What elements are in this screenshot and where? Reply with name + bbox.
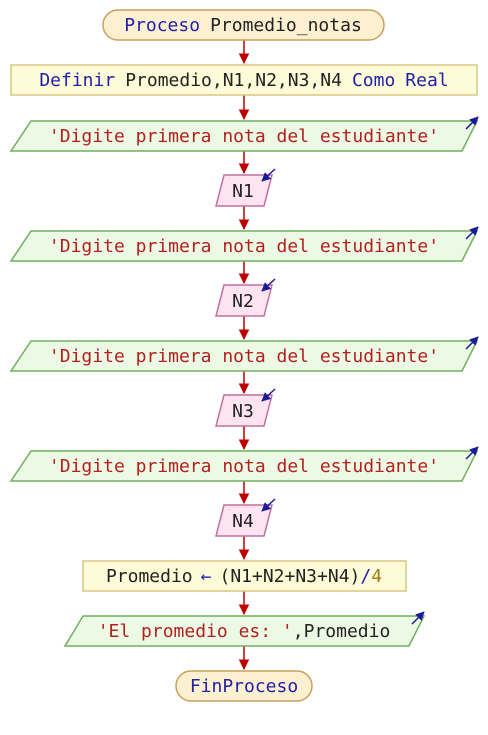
result-output-string: 'El promedio es: ' — [98, 621, 293, 642]
output-block: 'Digite primera nota del estudiante' — [9, 226, 479, 262]
output-text: 'Digite primera nota del estudiante' — [49, 126, 439, 147]
input-arrow-icon — [261, 388, 276, 402]
output-block: 'Digite primera nota del estudiante' — [9, 116, 479, 152]
define-keyword: Definir — [39, 70, 115, 91]
output-block: 'Digite primera nota del estudiante' — [9, 446, 479, 482]
output-arrow-icon — [465, 336, 479, 350]
output-text: 'Digite primera nota del estudiante' — [49, 346, 439, 367]
input-block: N1 — [215, 168, 276, 207]
end-terminal-text: FinProceso — [190, 676, 298, 697]
output-arrow-icon — [465, 226, 479, 240]
define-como: Como — [352, 70, 395, 91]
output-text: 'Digite primera nota del estudiante' — [49, 236, 439, 257]
output-arrow-icon — [411, 611, 425, 625]
end-terminal: FinProceso — [175, 670, 313, 702]
input-arrow-icon — [261, 168, 276, 182]
result-output-var: Promedio — [304, 621, 391, 642]
output-block: 'Digite primera nota del estudiante' — [9, 336, 479, 372]
result-output-text: 'El promedio es: ',Promedio — [98, 621, 391, 642]
assign-block: Promedio ← (N1+N2+N3+N4)/4 — [82, 560, 407, 592]
start-terminal-text: Proceso Promedio_notas — [124, 15, 362, 36]
process-keyword: Proceso — [124, 15, 200, 36]
define-text: Definir Promedio,N1,N2,N3,N4 Como Real — [39, 70, 448, 91]
assign-operator: / — [360, 566, 371, 587]
input-block: N2 — [215, 278, 276, 317]
input-var: N4 — [232, 511, 254, 532]
input-arrow-icon — [261, 498, 276, 512]
input-arrow-icon — [261, 278, 276, 292]
assign-arrow: ← — [201, 566, 212, 587]
result-output-sep: , — [293, 621, 304, 642]
process-name: Promedio_notas — [210, 15, 362, 36]
input-var: N3 — [232, 401, 254, 422]
input-block: N4 — [215, 498, 276, 537]
output-text: 'Digite primera nota del estudiante' — [49, 456, 439, 477]
assign-text: Promedio ← (N1+N2+N3+N4)/4 — [106, 566, 382, 587]
start-terminal: Proceso Promedio_notas — [102, 9, 385, 41]
define-type: Real — [405, 70, 448, 91]
output-arrow-icon — [465, 116, 479, 130]
assign-expr: (N1+N2+N3+N4) — [219, 566, 360, 587]
input-var: N1 — [232, 181, 254, 202]
input-block: N3 — [215, 388, 276, 427]
output-arrow-icon — [465, 446, 479, 460]
assign-divisor: 4 — [371, 566, 382, 587]
define-vars: Promedio,N1,N2,N3,N4 — [125, 70, 342, 91]
result-output-block: 'El promedio es: ',Promedio — [63, 611, 426, 647]
define-block: Definir Promedio,N1,N2,N3,N4 Como Real — [10, 64, 478, 96]
assign-target: Promedio — [106, 566, 193, 587]
input-var: N2 — [232, 291, 254, 312]
